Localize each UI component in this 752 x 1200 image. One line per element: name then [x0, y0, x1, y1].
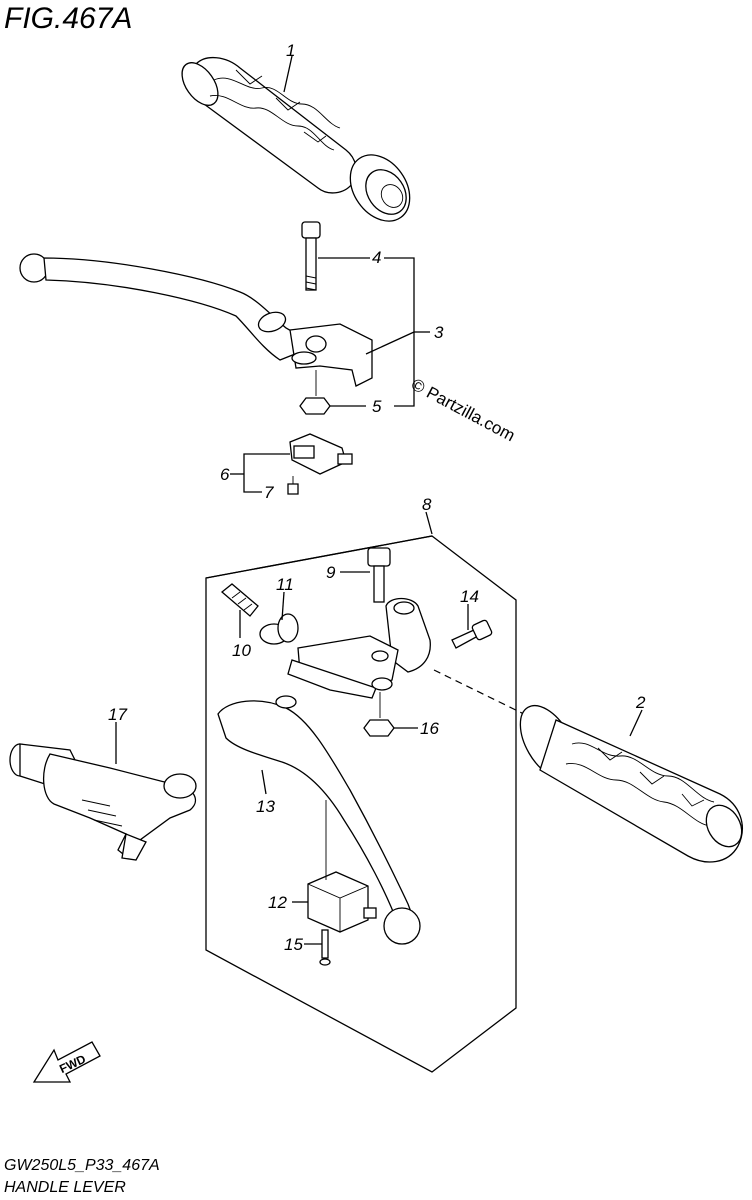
callout-labels: 1 4 3 5 6 7 8 9 11 14 10 2 17 16 13 12 1…: [108, 41, 646, 954]
clutch-lever-part-13: [217, 695, 421, 945]
callout-13: 13: [256, 797, 275, 816]
figure-title: FIG.467A: [4, 2, 132, 35]
footer-name: HANDLE LEVER: [4, 1179, 126, 1196]
grip-part-2: [519, 705, 743, 863]
callout-12: 12: [268, 893, 287, 912]
callout-8: 8: [422, 495, 432, 514]
callout-6: 6: [220, 465, 230, 484]
callout-2: 2: [635, 693, 646, 712]
fwd-arrow-icon: FWD: [32, 1041, 101, 1083]
throttle-part-17: [9, 743, 197, 861]
callout-11: 11: [276, 575, 294, 594]
clutch-assembly-frame: [205, 535, 517, 1073]
brake-switch-part-6: [287, 433, 353, 495]
clutch-switch-part-12: [307, 800, 377, 966]
callout-7: 7: [264, 483, 274, 502]
callout-1: 1: [286, 41, 295, 60]
callout-15: 15: [284, 935, 303, 954]
footer-code: GW250L5_P33_467A: [4, 1157, 160, 1174]
callout-10: 10: [232, 641, 251, 660]
callout-17: 17: [108, 705, 127, 724]
leader-lines: [115, 55, 643, 945]
grip-part-1: [181, 57, 411, 222]
clutch-bracket-assembly: [220, 547, 493, 737]
callout-14: 14: [460, 587, 479, 606]
watermark-text: © Partzilla.com: [408, 375, 518, 446]
callout-4: 4: [372, 248, 381, 267]
callout-3: 3: [434, 323, 444, 342]
callout-16: 16: [420, 719, 439, 738]
callout-5: 5: [372, 397, 382, 416]
assembly-axis-line: [433, 669, 529, 717]
fwd-label: FWD: [57, 1052, 88, 1076]
callout-9: 9: [326, 563, 336, 582]
brake-lever-assembly: [19, 221, 373, 415]
